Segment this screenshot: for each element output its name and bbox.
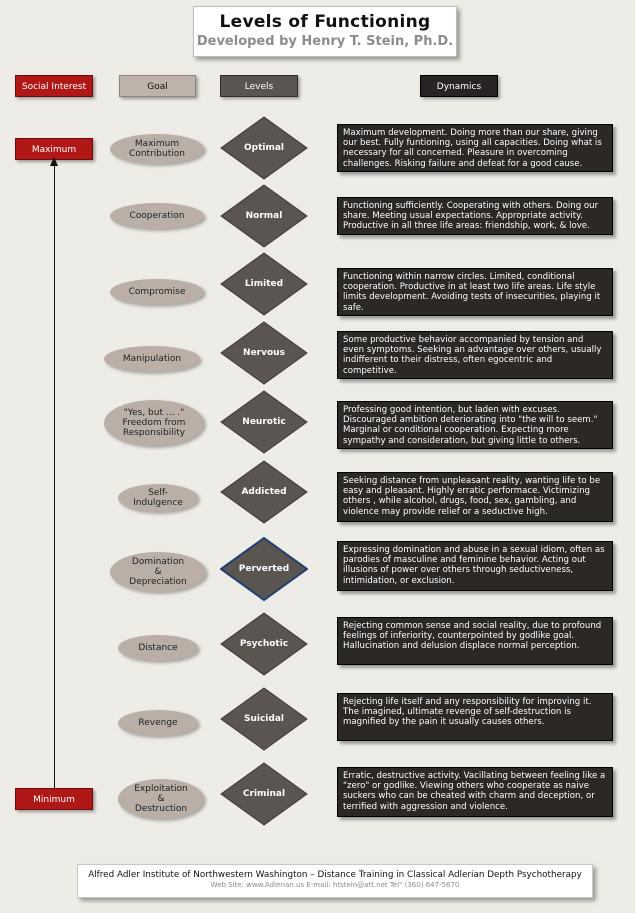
level-diamond-1: Normal — [220, 184, 308, 248]
level-diamond-shape-9 — [220, 762, 308, 826]
level-label-0: Optimal — [243, 143, 285, 153]
goal-pill-5: Self- Indulgence — [118, 484, 198, 512]
goal-pill-0: Maximum Contribution — [110, 134, 204, 164]
level-diamond-shape-3 — [220, 321, 308, 385]
goal-pill-6: Domination & Depreciation — [110, 552, 206, 592]
level-diamond-shape-8 — [220, 687, 308, 751]
level-diamond-2: Limited — [220, 252, 308, 316]
goal-text-0: Maximum Contribution — [129, 139, 185, 159]
goal-pill-7: Distance — [118, 635, 198, 661]
goal-pill-3: Manipulation — [104, 346, 200, 372]
level-label-5: Addicted — [241, 487, 287, 497]
level-label-1: Normal — [245, 211, 283, 221]
level-diamond-shape-4 — [220, 390, 308, 454]
goal-pill-1: Cooperation — [110, 203, 204, 229]
goal-text-8: Revenge — [138, 718, 178, 728]
header-goal: Goal — [119, 75, 196, 97]
header-dynamics: Dynamics — [420, 75, 498, 97]
header-levels: Levels — [220, 75, 298, 97]
footer-contact: Web Site: www.Adlerian.us E-mail: htstei… — [210, 881, 460, 889]
level-diamond-4: Neurotic — [220, 390, 308, 454]
goal-text-3: Manipulation — [122, 354, 182, 364]
level-label-4: Neurotic — [242, 417, 286, 427]
page-subtitle: Developed by Henry T. Stein, Ph.D. — [196, 34, 454, 49]
dynamics-box-0: Maximum development. Doing more than our… — [337, 124, 613, 172]
level-diamond-shape-2 — [220, 252, 308, 316]
goal-text-5: Self- Indulgence — [133, 488, 183, 508]
goal-text-4: "Yes, but ... ." Freedom from Responsibi… — [122, 408, 186, 438]
goal-text-6: Domination & Depreciation — [129, 557, 187, 587]
level-diamond-shape-6 — [220, 537, 308, 601]
level-label-6: Perverted — [238, 564, 290, 574]
dynamics-box-2: Functioning within narrow circles. Limit… — [337, 268, 613, 316]
goal-text-7: Distance — [138, 643, 178, 653]
dynamics-box-4: Professing good intention, but laden wit… — [337, 401, 613, 449]
level-diamond-shape-7 — [220, 612, 308, 676]
footer-panel: Alfred Adler Institute of Northwestern W… — [77, 864, 593, 898]
goal-pill-9: Exploitation & Destruction — [118, 779, 204, 819]
level-label-3: Nervous — [243, 348, 285, 358]
level-label-9: Criminal — [242, 789, 286, 799]
goal-pill-2: Compromise — [110, 279, 204, 305]
level-diamond-0: Optimal — [220, 116, 308, 180]
header-social-interest: Social Interest — [15, 75, 93, 97]
level-label-7: Psychotic — [239, 639, 289, 649]
goal-text-1: Cooperation — [129, 211, 185, 221]
goal-pill-4: "Yes, but ... ." Freedom from Responsibi… — [104, 400, 204, 446]
dynamics-box-9: Erratic, destructive activity. Vacillati… — [337, 767, 613, 817]
level-diamond-shape-5 — [220, 460, 308, 524]
axis-arrow-line — [54, 164, 55, 788]
axis-minimum-label: Minimum — [15, 788, 93, 810]
dynamics-box-1: Functioning sufficiently. Cooperating wi… — [337, 197, 613, 235]
level-diamond-9: Criminal — [220, 762, 308, 826]
level-label-8: Suicidal — [244, 714, 284, 724]
level-diamond-7: Psychotic — [220, 612, 308, 676]
level-diamond-shape-1 — [220, 184, 308, 248]
level-diamond-shape-0 — [220, 116, 308, 180]
level-diamond-5: Addicted — [220, 460, 308, 524]
goal-pill-8: Revenge — [118, 710, 198, 736]
level-diamond-3: Nervous — [220, 321, 308, 385]
dynamics-box-7: Rejecting common sense and social realit… — [337, 617, 613, 665]
level-diamond-6: Perverted — [220, 537, 308, 601]
title-panel: Levels of Functioning Developed by Henry… — [193, 6, 457, 57]
goal-text-2: Compromise — [128, 287, 186, 297]
level-diamond-8: Suicidal — [220, 687, 308, 751]
goal-text-9: Exploitation & Destruction — [134, 784, 188, 814]
footer-institute: Alfred Adler Institute of Northwestern W… — [88, 870, 582, 880]
dynamics-box-8: Rejecting life itself and any responsibi… — [337, 693, 613, 741]
dynamics-box-6: Expressing domination and abuse in a sex… — [337, 541, 613, 591]
page-title: Levels of Functioning — [219, 12, 431, 32]
dynamics-box-5: Seeking distance from unpleasant reality… — [337, 472, 613, 522]
axis-arrow-head — [50, 157, 58, 166]
dynamics-box-3: Some productive behavior accompanied by … — [337, 331, 613, 379]
level-label-2: Limited — [244, 279, 284, 289]
